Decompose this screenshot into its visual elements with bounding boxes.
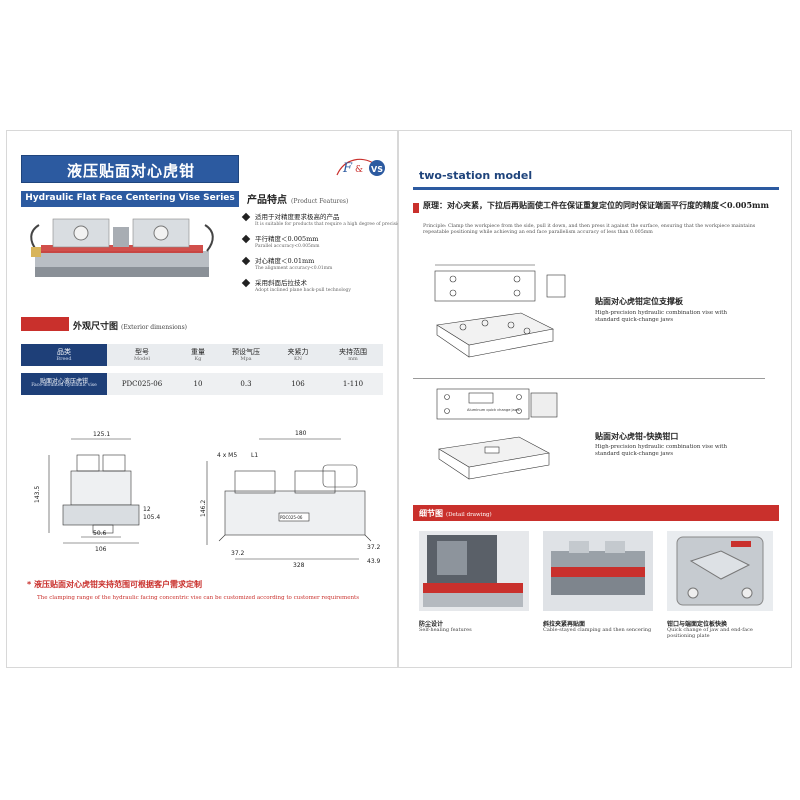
svg-text:37.2: 37.2: [367, 544, 381, 551]
svg-text:180: 180: [295, 430, 307, 437]
vise-product-image: [30, 218, 214, 277]
photo-cable-clamping: [543, 531, 653, 611]
principle-cn: 原理：对心夹紧，下拉后再贴面使工件在保证重复定位的同时保证端面平行度的精度＜0.…: [423, 200, 769, 210]
brochure-spread: 液压贴面对心虎钳 F & VS Hydraulic Flat Face Cent…: [6, 130, 792, 668]
svg-text:37.2: 37.2: [231, 550, 245, 557]
photo-dust-proof: [419, 531, 529, 611]
detail-title: 细节图(Detail drawing): [419, 509, 492, 518]
quick-change-jaw-sketch: Aluminum quick change jaws: [436, 388, 558, 480]
weight-cell: 10: [193, 380, 203, 388]
product-features-heading: 产品特点(Product Features): [247, 195, 349, 206]
section-title-dimensions: 外观尺寸图(Exterior dimensions): [73, 322, 188, 332]
principle-marker: [413, 203, 419, 213]
diamond-bullet-icon: [241, 256, 251, 266]
pressure-cell: 0.3: [240, 380, 252, 388]
title-rule: [413, 187, 779, 190]
brand-logo: F & VS: [336, 158, 385, 176]
support-plate-sketch: [434, 264, 566, 358]
svg-text:105.4: 105.4: [143, 514, 160, 521]
subtitle-bar: Hydraulic Flat Face Centering Vise Serie…: [21, 191, 239, 207]
header-cell: 夹紧力 KN: [287, 348, 309, 362]
clamp-note-en: The clamping range of the hydraulic faci…: [37, 595, 360, 601]
caption-support-plate-en: High-precision hydraulic combination vis…: [595, 310, 728, 323]
dimension-drawing: 125.1 143.5 12 105.4 50.6 106 4 x M5 L1 …: [34, 430, 381, 569]
range-cell: 1-110: [342, 380, 364, 388]
svg-text:L1: L1: [251, 452, 258, 459]
svg-text:F: F: [342, 161, 353, 176]
header-cell: 型号 Model: [134, 348, 150, 362]
header-cell: 重量 Kg: [191, 348, 205, 362]
header-cell: 夹持范围 mm: [339, 348, 367, 362]
detail-banner: 细节图(Detail drawing): [413, 505, 779, 521]
title-banner: 液压贴面对心虎钳: [21, 155, 239, 183]
svg-text:125.1: 125.1: [93, 431, 110, 438]
caption-quick-change: 贴面对心虎钳-快换钳口: [595, 432, 679, 441]
photo-caption-3: 钳口与端面定位板快换: [667, 621, 728, 628]
svg-text:146.2: 146.2: [200, 500, 207, 517]
svg-text:106: 106: [95, 546, 107, 553]
principle-en: Principle: Clamp the workpiece from the …: [423, 224, 756, 235]
model-title: two-station model: [419, 169, 533, 182]
header-cell: 预设气压 Mpa: [232, 348, 260, 362]
right-page: two-station model 原理：对心夹紧，下拉后再贴面使工件在保证重复…: [398, 130, 792, 668]
svg-text:Aluminum quick change jaws: Aluminum quick change jaws: [467, 408, 520, 412]
svg-text:PDC025-06: PDC025-06: [280, 515, 303, 520]
svg-text:4 x M5: 4 x M5: [217, 452, 237, 459]
model-cell: PDC025-06: [121, 380, 163, 388]
photo-caption-1-en: Self-healing features: [419, 627, 472, 633]
title-cn: 液压贴面对心虎钳: [66, 162, 195, 180]
caption-support-plate: 贴面对心虎钳定位支撑板: [595, 297, 683, 306]
title-en: Hydraulic Flat Face Centering Vise Serie…: [25, 193, 235, 203]
photo-caption-2-en: Cable-stayed clamping and then sencering: [543, 627, 652, 633]
divider-line: [413, 378, 765, 379]
svg-text:12: 12: [143, 506, 151, 513]
caption-quick-change-en: High-precision hydraulic combination vis…: [595, 444, 728, 457]
svg-text:&: &: [355, 165, 363, 175]
photo-caption-1: 防尘设计: [419, 621, 444, 628]
left-page: 液压贴面对心虎钳 F & VS Hydraulic Flat Face Cent…: [6, 130, 403, 668]
svg-text:50.6: 50.6: [93, 530, 107, 537]
svg-text:VS: VS: [371, 165, 383, 174]
svg-text:143.5: 143.5: [34, 486, 41, 503]
diamond-bullet-icon: [241, 234, 251, 244]
diamond-bullet-icon: [241, 212, 251, 222]
diamond-bullet-icon: [241, 278, 251, 288]
svg-text:43.9: 43.9: [367, 558, 381, 565]
svg-text:328: 328: [293, 562, 305, 569]
spec-table-row: 贴面对心液压虎钳 Face-mounted hydraulic vise PDC…: [21, 373, 383, 395]
breed-cell: 贴面对心液压虎钳 Face-mounted hydraulic vise: [21, 373, 107, 395]
spec-table-header: 品类 Breed 型号 Model 重量 Kg 预设气压 Mpa 夹紧力 KN …: [21, 344, 383, 366]
photo-caption-3-en: Quick change of jaw and end-face positio…: [667, 627, 753, 639]
section-marker: [21, 317, 69, 331]
header-cell: 品类 Breed: [21, 344, 107, 366]
photo-quick-change-jaw: [667, 531, 773, 611]
clamp-note-cn: * 液压贴面对心虎钳夹持范围可根据客户需求定制: [27, 580, 202, 589]
force-cell: 106: [291, 380, 305, 388]
photo-caption-2: 斜拉夹紧再贴面: [543, 621, 586, 628]
